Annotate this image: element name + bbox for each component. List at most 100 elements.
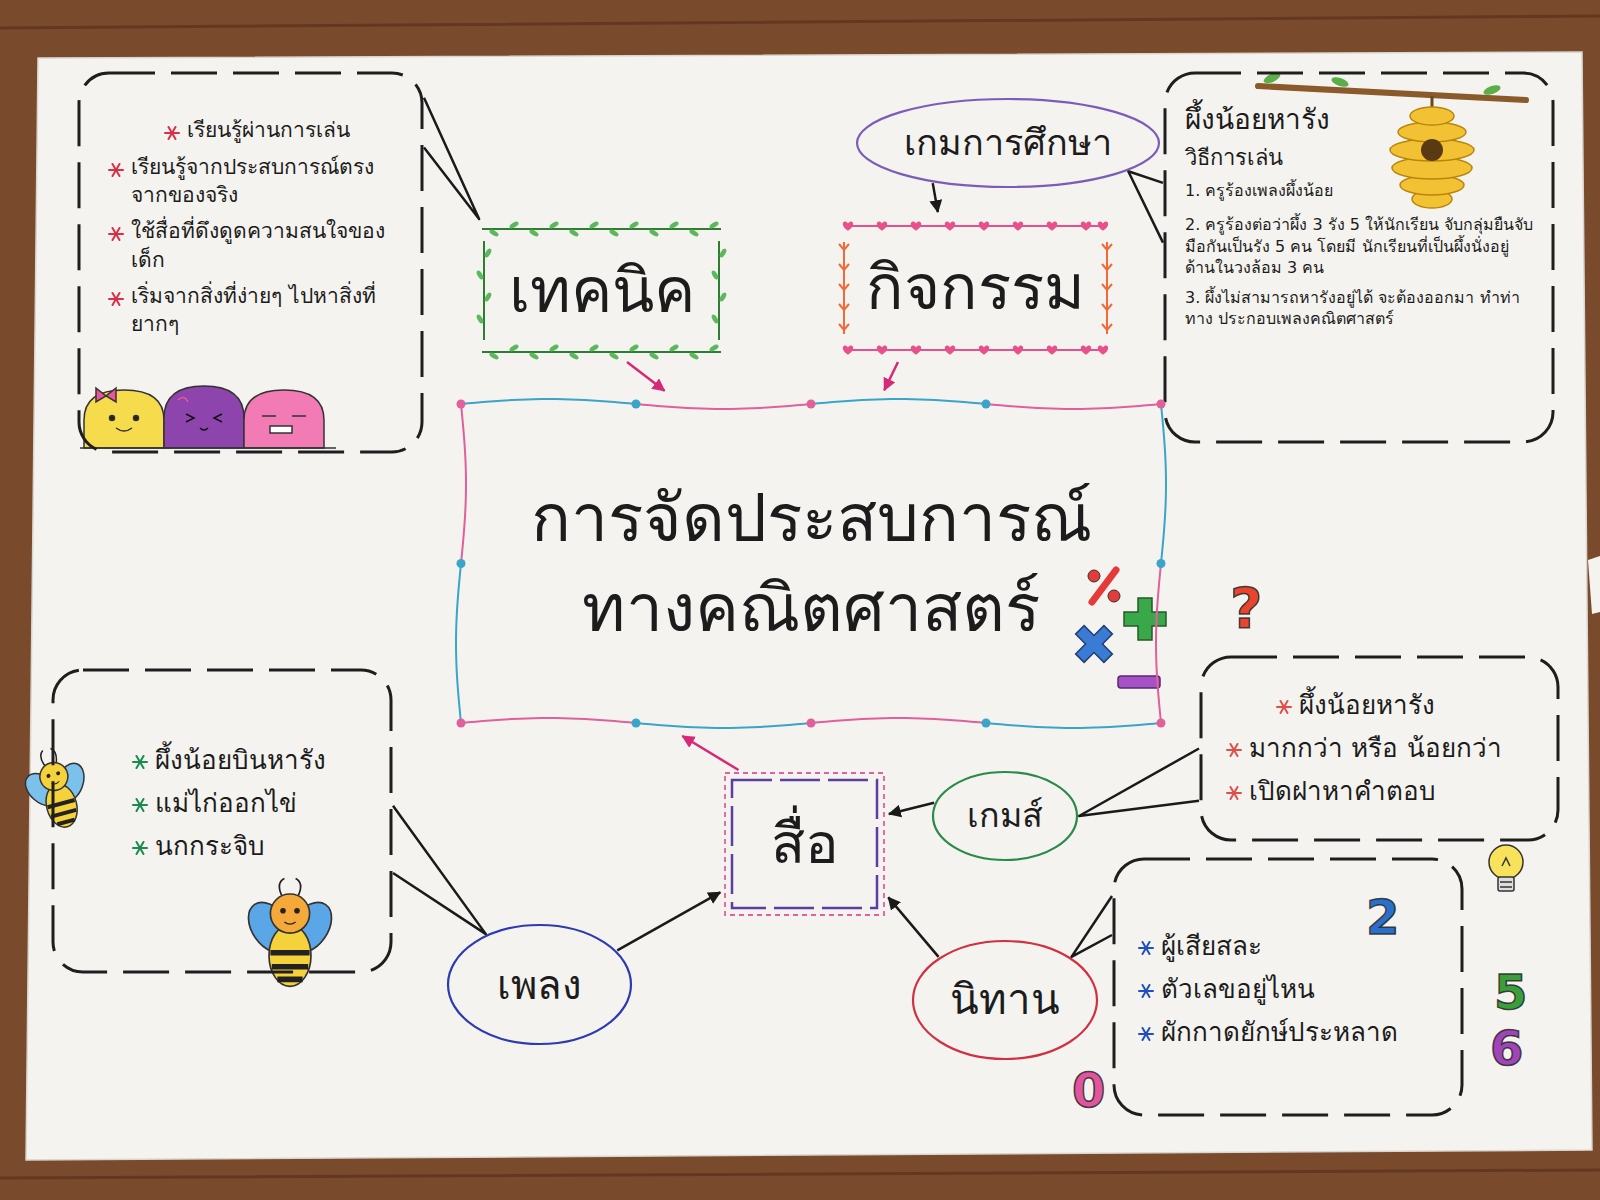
vine-leaf (628, 220, 639, 229)
list-item-text: ตัวเลขอยู่ไหน (1161, 972, 1424, 1007)
bubble-outline (79, 73, 422, 452)
smiley-blobs (110, 416, 115, 421)
vine-frame-box: เทคนิค (474, 219, 729, 362)
vine-line (718, 241, 720, 340)
heart-ornament (1013, 222, 1023, 231)
list-item-text: เรียนรู้จากประสบการณ์ตรง จากของจริง (131, 153, 404, 210)
text-block: เพลง (497, 958, 582, 1012)
smiley-blobs (116, 428, 132, 431)
text-block: ผักกาดยักษ์ประหลาด (1137, 1015, 1424, 1050)
list-item-text: นกกระจิบ (155, 829, 378, 864)
heart-chevron (1102, 324, 1112, 330)
node-content: เกมส์ (967, 793, 1043, 839)
bullet-stroke (137, 756, 144, 768)
text-block: ใช้สื่อที่ดึงดูดความสนใจของเด็ก (107, 217, 404, 274)
vine-leaf (628, 343, 639, 352)
vine-leaf (508, 343, 519, 352)
heart-chevron (1102, 284, 1112, 290)
ellipse-outline (913, 941, 1097, 1059)
smiley-blobs (262, 415, 306, 417)
smiley-blobs (96, 388, 116, 402)
arrow-connector (627, 362, 665, 391)
bee-illustration (279, 879, 300, 896)
title-text: การจัดประสบการณ์ ทางคณิตศาสตร์ (499, 474, 1123, 652)
vine-leaf (608, 228, 619, 237)
heart-ornament (911, 346, 921, 355)
node-content: สื่อ (771, 806, 839, 882)
vine-line (482, 351, 721, 353)
frame-outer (725, 773, 884, 915)
bullet-asterisk (1137, 982, 1155, 1000)
wavy-frame-line (461, 718, 636, 723)
lightbulb-icon (1489, 845, 1523, 891)
heart-ornament (911, 222, 921, 231)
percent-symbol (1088, 570, 1100, 582)
beehive-illustration (1421, 139, 1443, 161)
decorative-number: 2 (1366, 893, 1399, 941)
node-content: เกมการศึกษา (904, 119, 1112, 168)
bullet-asterisk (1137, 1025, 1155, 1043)
vine-leaf (708, 220, 719, 229)
wavy-frame-line (986, 723, 1161, 728)
bee-illustration (270, 894, 309, 933)
list-item-text: ผึ้งน้อยบินหารัง (155, 743, 378, 778)
bullet-stroke (1281, 701, 1288, 713)
bullet-stroke (1143, 985, 1150, 997)
callout-tail (1071, 896, 1112, 957)
smiley-blobs (178, 397, 188, 402)
wavy-frame-line (461, 404, 466, 564)
bullet-stroke (1231, 744, 1238, 756)
text-block: นกกระจิบ (131, 829, 378, 864)
plus-symbol (1124, 598, 1166, 640)
text-block: สื่อ (771, 806, 839, 882)
frame-dot (632, 400, 641, 409)
node-content: ผึ้งน้อยหารังมากกว่า หรือ น้อยกว่าเปิดฝา… (1225, 688, 1540, 809)
beehive-illustration (1482, 83, 1502, 97)
list-item-text: ผึ้งน้อยหารัง (1299, 688, 1540, 723)
node-text: เพลง (497, 958, 582, 1012)
bubble-outline (1114, 859, 1462, 1115)
percent-symbol (1088, 570, 1120, 602)
bullet-stroke (113, 228, 120, 240)
bullet-stroke (113, 164, 120, 176)
heart-ornament (843, 222, 853, 231)
text-block: 1. ครูร้องเพลงผึ้งน้อย (1185, 180, 1355, 202)
bullet-stroke (1231, 787, 1238, 799)
vine-leaf (568, 228, 579, 237)
node-content: การจัดประสบการณ์ ทางคณิตศาสตร์ (499, 474, 1123, 652)
smiley-blobs (244, 390, 324, 448)
text-block: วิธีการเล่น (1185, 143, 1355, 173)
heart-ornament (979, 222, 989, 231)
callout-tail (1079, 749, 1199, 817)
text-block: ผึ้งน้อยหารัง (1185, 101, 1355, 139)
list-item-text: ใช้สื่อที่ดึงดูดความสนใจของเด็ก (131, 217, 404, 274)
smiley-blobs (80, 447, 336, 449)
heart-chevron (839, 284, 849, 290)
vine-leaf (568, 351, 579, 360)
speech-bubble: ผึ้งน้อยหารังวิธีการเล่น 1. ครูร้องเพลงผึ… (1163, 71, 1555, 444)
frame-dot (1157, 719, 1166, 728)
node-text: เทคนิค (509, 249, 695, 333)
smiley-blobs (134, 416, 139, 421)
smiley-blobs (270, 426, 292, 433)
text-block: กิจกรรม (866, 246, 1085, 330)
bullet-asterisk (107, 290, 125, 308)
vine-leaf (475, 269, 484, 280)
bullet-asterisk (1137, 939, 1155, 957)
text-block: มากกว่า หรือ น้อยกว่า (1225, 731, 1540, 766)
bubble-outline (1201, 657, 1558, 840)
frame-dot (1157, 400, 1166, 409)
ellipse-outline (933, 772, 1077, 860)
list-item-text: เปิดฝาหาคำตอบ (1249, 774, 1540, 809)
speech-bubble: ผู้เสียสละตัวเลขอยู่ไหนผักกาดยักษ์ประหลา… (1112, 857, 1464, 1117)
text-block: ตัวเลขอยู่ไหน (1137, 972, 1424, 1007)
percent-symbol (1108, 590, 1120, 602)
lightbulb-icon (1489, 845, 1523, 879)
heart-chevron (839, 324, 849, 330)
list-item-text: แม่ไก่ออกไข่ (155, 786, 378, 821)
bee-illustration (46, 773, 51, 778)
node-text: นิทาน (950, 972, 1060, 1029)
heart-chevron (839, 264, 849, 270)
